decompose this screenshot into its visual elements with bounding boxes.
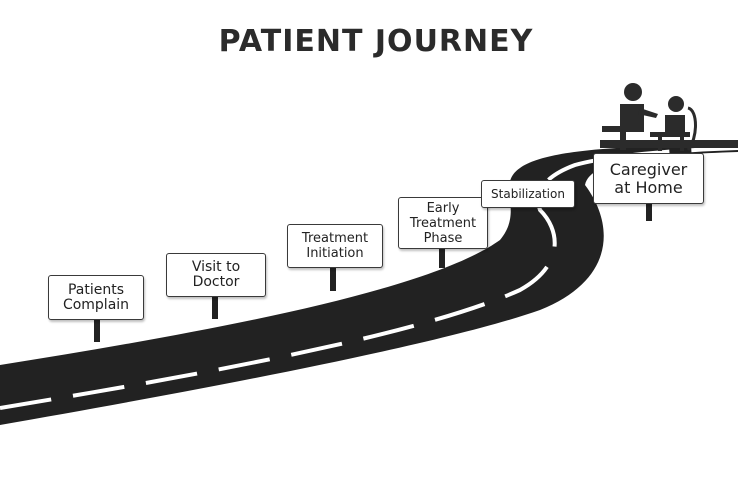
page-title: PATIENT JOURNEY xyxy=(218,24,534,59)
sign-post xyxy=(523,207,529,221)
lane-marking xyxy=(0,146,739,410)
stage-sign-treatment-initiation: Treatment Initiation xyxy=(287,224,383,268)
sign-post xyxy=(330,267,336,291)
road xyxy=(0,145,738,425)
sign-post xyxy=(439,248,445,268)
caregiver-patient-icon xyxy=(602,83,697,151)
stage-sign-caregiver-at-home: Caregiver at Home xyxy=(593,153,704,204)
stage-sign-visit-to-doctor: Visit to Doctor xyxy=(166,253,266,297)
platform xyxy=(600,140,738,148)
sign-post xyxy=(212,295,218,319)
sign-post xyxy=(646,203,652,221)
stage-sign-stabilization: Stabilization xyxy=(481,180,575,208)
sign-post xyxy=(94,318,100,342)
stage-sign-early-treatment-phase: Early Treatment Phase xyxy=(398,197,488,249)
stage-sign-patients-complain: Patients Complain xyxy=(48,275,144,320)
